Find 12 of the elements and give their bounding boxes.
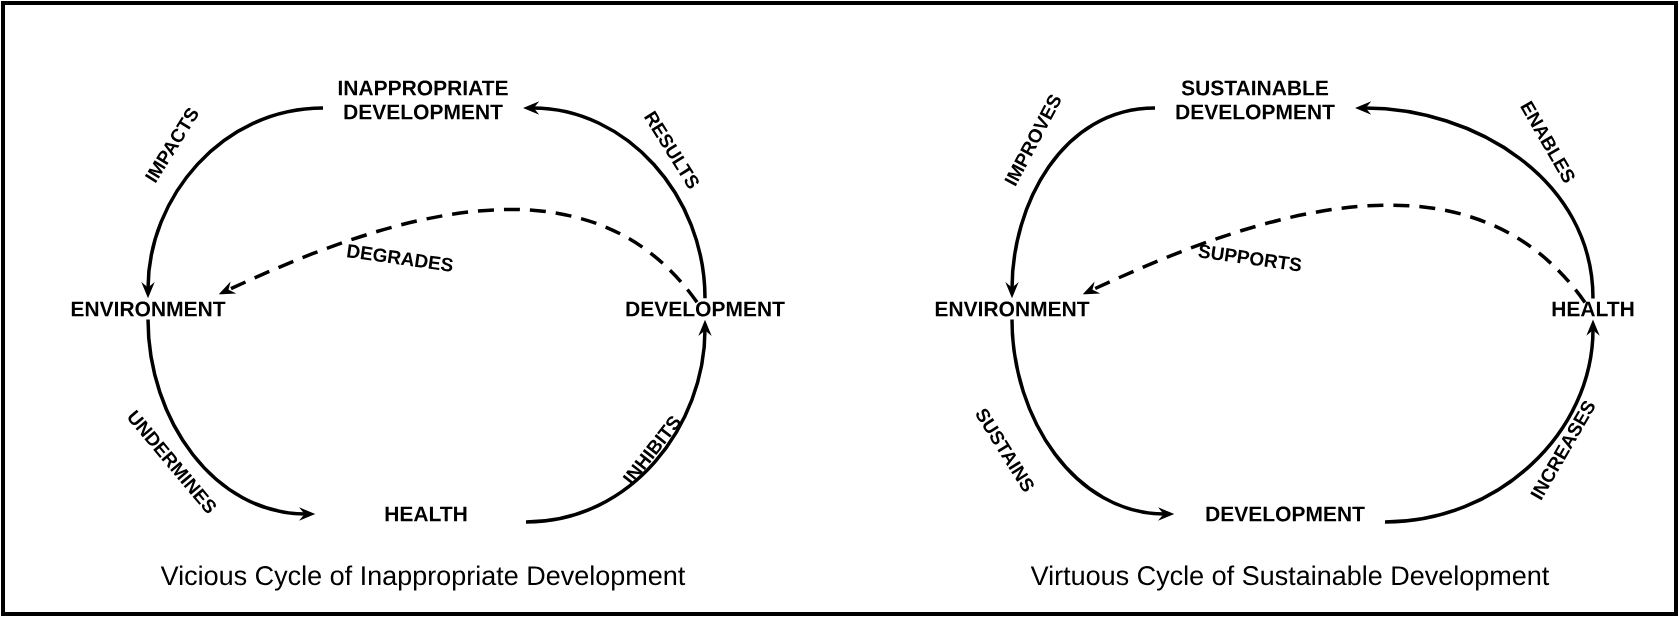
node-label: ENVIRONMENT: [935, 301, 1090, 317]
edge-label: SUPPORTS: [1198, 244, 1302, 272]
node-label: HEALTH: [1552, 301, 1634, 317]
node-label: HEALTH: [385, 506, 467, 522]
node-label: DEVELOPMENT: [626, 301, 785, 317]
node-label: DEVELOPMENT: [1206, 506, 1365, 522]
edge-label: DEGRADES: [347, 244, 453, 272]
caption: Vicious Cycle of Inappropriate Development: [160, 565, 686, 591]
caption: Virtuous Cycle of Sustainable Development: [1030, 565, 1550, 591]
node-label: INAPPROPRIATE DEVELOPMENT: [338, 80, 508, 120]
node-label: SUSTAINABLE DEVELOPMENT: [1176, 80, 1335, 120]
node-label: ENVIRONMENT: [71, 301, 226, 317]
